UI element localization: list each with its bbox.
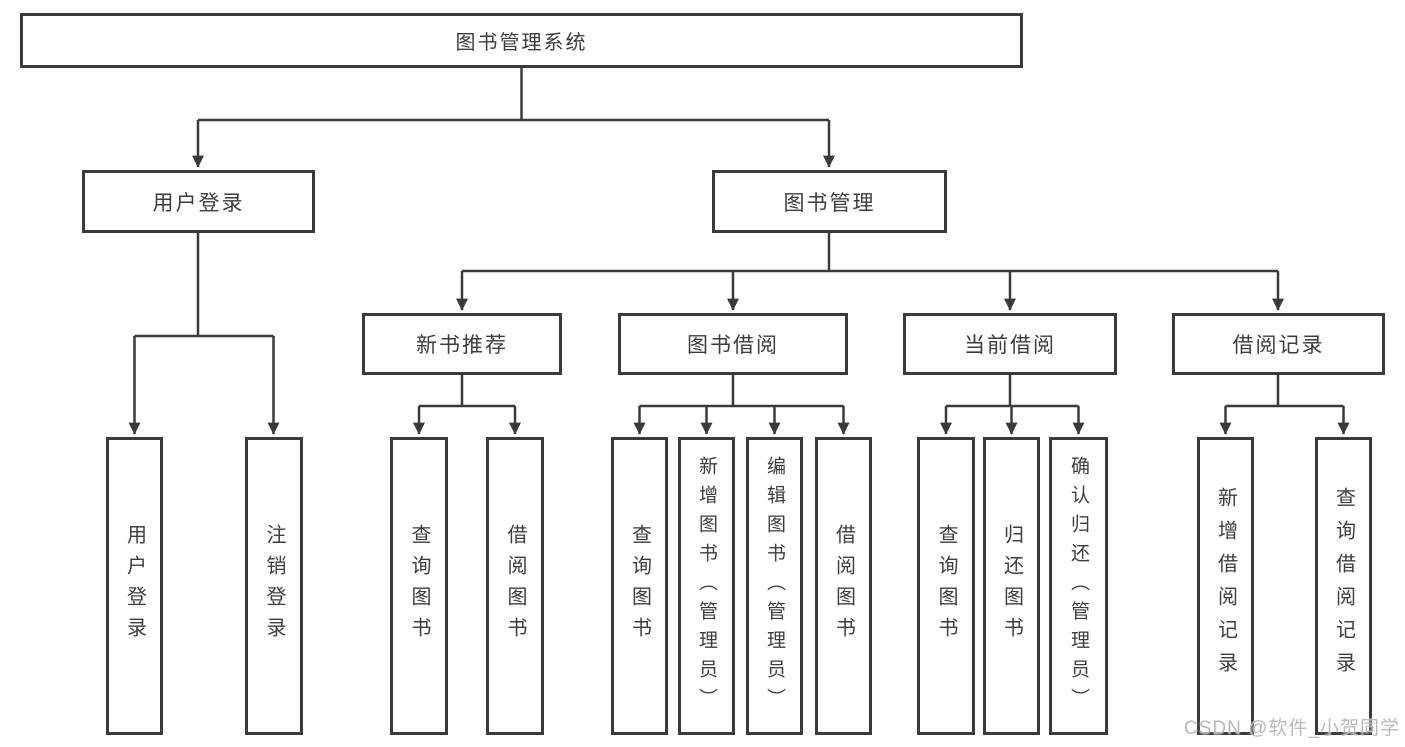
node-book-management-branch: 图书管理 <box>712 170 947 233</box>
node-system-root: 图书管理系统 <box>20 13 1023 68</box>
leaf-logout: 注销登录 <box>245 437 303 735</box>
leaf-query-books-borrow: 查询图书 <box>611 437 668 735</box>
leaf-user-login: 用户登录 <box>106 437 163 735</box>
node-new-book-recommend: 新书推荐 <box>362 313 562 375</box>
leaf-add-borrow-record: 新增借阅记录 <box>1197 437 1254 735</box>
leaf-borrow-books: 借阅图书 <box>815 437 872 735</box>
csdn-watermark: CSDN @软件_小贺同学 <box>1184 718 1400 739</box>
leaf-query-books-current: 查询图书 <box>917 437 975 735</box>
leaf-borrow-books-recommend: 借阅图书 <box>486 437 544 735</box>
leaf-edit-books-admin: 编辑图书（管理员） <box>746 437 803 735</box>
leaf-return-books: 归还图书 <box>983 437 1040 735</box>
node-user-login-branch: 用户登录 <box>82 170 315 233</box>
leaf-query-borrow-record: 查询借阅记录 <box>1315 437 1372 735</box>
leaf-confirm-return-admin: 确认归还（管理员） <box>1049 437 1108 735</box>
node-book-borrow: 图书借阅 <box>618 313 848 375</box>
node-current-borrow: 当前借阅 <box>903 313 1117 375</box>
leaf-query-books-recommend: 查询图书 <box>390 437 448 735</box>
node-borrow-records: 借阅记录 <box>1172 313 1385 375</box>
leaf-add-books-admin: 新增图书（管理员） <box>678 437 735 735</box>
